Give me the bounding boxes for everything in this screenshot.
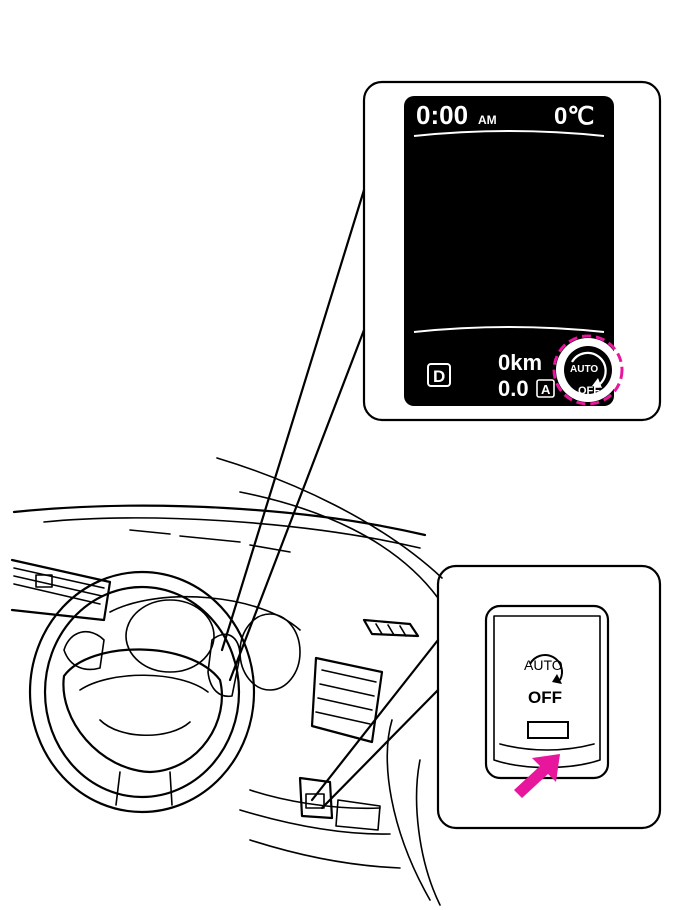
trip-meter-value: 0.0 (498, 376, 529, 401)
clock-time: 0:00 (416, 100, 468, 130)
switch-indicator-lamp (527, 721, 569, 739)
switch-auto-label: AUTO (524, 657, 563, 673)
auto-off-arrow-icon (571, 351, 607, 385)
switch-off-label: OFF (528, 688, 562, 707)
trip-label-box (536, 379, 555, 398)
highlight-ring (552, 334, 624, 406)
switch-callout: AUTO OFF (436, 564, 662, 830)
indicator-auto-label: AUTO (570, 364, 598, 375)
auto-off-switch-button[interactable]: AUTO OFF (524, 654, 569, 739)
auto-off-switch-arrow-icon (529, 654, 563, 681)
left-air-vent (10, 558, 112, 622)
indicator-off-label: OFF (578, 385, 600, 397)
display-callout: 0:00 AM 0℃ D 0km 0.0 A AUTO OFF (362, 80, 662, 422)
gear-indicator-box (427, 363, 451, 387)
press-arrow-icon (514, 754, 560, 798)
center-air-vent (310, 656, 384, 744)
steering-wheel (28, 570, 256, 814)
odometer-distance: 0km (498, 350, 542, 375)
outside-temperature: 0℃ (554, 103, 594, 130)
trip-label: A (541, 382, 551, 397)
dashboard-line-art (10, 457, 443, 906)
callout-leaders (220, 188, 440, 810)
defroster-vent (362, 618, 420, 638)
clock-ampm: AM (478, 113, 497, 127)
gear-position: D (433, 367, 445, 386)
auto-off-indicator: AUTO OFF (552, 334, 624, 406)
